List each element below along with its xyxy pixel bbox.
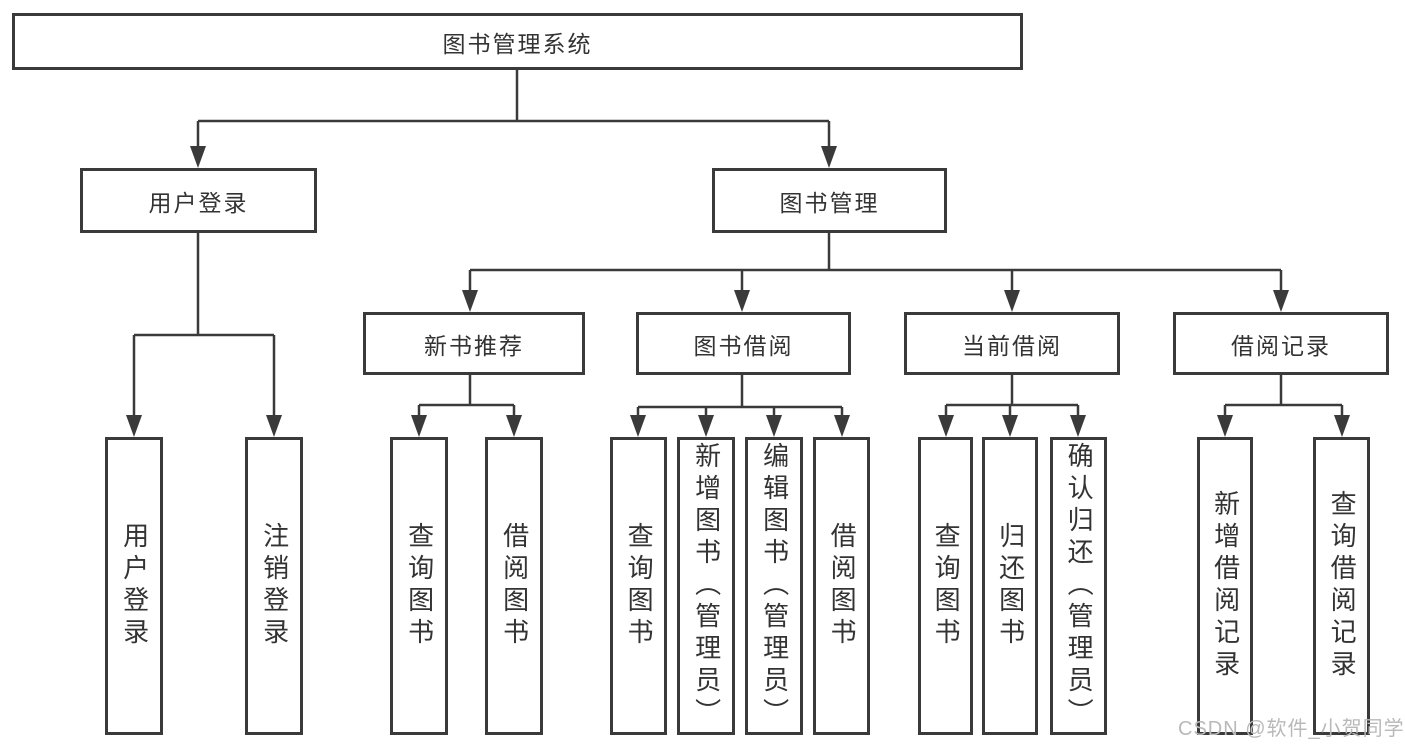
- leaf-records-add-borrow-record-label: 新增借阅记录: [1210, 490, 1241, 682]
- connector-paths: [132, 69, 1344, 419]
- leaf-borrowing-borrow-books-label: 借阅图书: [827, 522, 858, 650]
- leaf-current-query-books-label: 查询图书: [931, 522, 962, 650]
- leaf-borrowing-query-books-label: 查询图书: [624, 522, 655, 650]
- leaf-borrowing-add-books-admin-label: 新增图书（管理员）: [691, 442, 722, 730]
- leaf-current-confirm-return-admin: 确认归还（管理员）: [1050, 437, 1107, 735]
- node-new-book-recommendation: 新书推荐: [363, 312, 585, 375]
- leaf-borrowing-edit-books-admin: 编辑图书（管理员）: [745, 437, 803, 735]
- leaf-borrowing-add-books-admin: 新增图书（管理员）: [677, 437, 735, 735]
- node-borrowing-records: 借阅记录: [1173, 312, 1389, 375]
- leaf-current-query-books: 查询图书: [918, 437, 973, 735]
- leaf-current-return-books-label: 归还图书: [995, 522, 1026, 650]
- leaf-records-query-borrow-record-label: 查询借阅记录: [1327, 490, 1358, 682]
- node-book-management-branch-label: 图书管理: [779, 189, 880, 216]
- node-current-borrowing: 当前借阅: [904, 312, 1120, 375]
- leaf-current-return-books: 归还图书: [982, 437, 1038, 735]
- node-new-book-recommendation-label: 新书推荐: [424, 332, 524, 359]
- node-book-management-branch: 图书管理: [712, 168, 947, 233]
- node-book-borrowing-label: 图书借阅: [693, 332, 794, 359]
- leaf-current-confirm-return-admin-label: 确认归还（管理员）: [1064, 442, 1095, 730]
- leaf-borrowing-edit-books-admin-label: 编辑图书（管理员）: [759, 442, 790, 730]
- leaf-newrec-query-books: 查询图书: [390, 437, 448, 735]
- leaf-user-login-label: 用户登录: [119, 522, 150, 650]
- leaf-newrec-borrow-books-label: 借阅图书: [499, 522, 530, 650]
- leaf-records-add-borrow-record: 新增借阅记录: [1197, 437, 1253, 735]
- node-current-borrowing-label: 当前借阅: [962, 332, 1062, 359]
- leaf-user-login: 用户登录: [105, 437, 163, 735]
- watermark-text: CSDN @软件_小贺同学: [1178, 718, 1405, 740]
- leaf-records-query-borrow-record: 查询借阅记录: [1313, 437, 1370, 735]
- node-borrowing-records-label: 借阅记录: [1231, 332, 1331, 359]
- node-user-login-branch: 用户登录: [80, 168, 317, 233]
- node-user-login-branch-label: 用户登录: [148, 189, 249, 216]
- leaf-borrowing-borrow-books: 借阅图书: [813, 437, 870, 735]
- leaf-newrec-query-books-label: 查询图书: [404, 522, 435, 650]
- leaf-borrowing-query-books: 查询图书: [610, 437, 667, 735]
- leaf-logout-login-label: 注销登录: [259, 522, 290, 650]
- node-root: 图书管理系统: [12, 13, 1023, 70]
- node-book-borrowing: 图书借阅: [636, 312, 851, 375]
- leaf-logout-login: 注销登录: [245, 437, 303, 735]
- node-root-label: 图书管理系统: [442, 30, 593, 57]
- arrowheads: [126, 146, 1350, 437]
- leaf-newrec-borrow-books: 借阅图书: [485, 437, 543, 735]
